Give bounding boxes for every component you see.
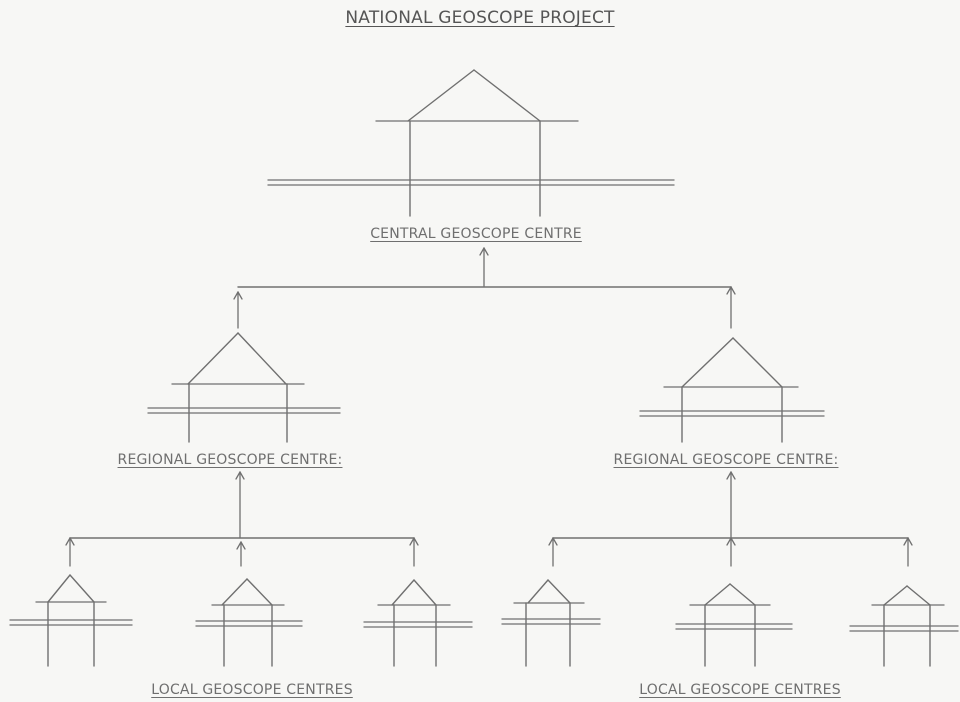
local-centre-house-2 (195, 578, 303, 667)
regional-centre-right-label: REGIONAL GEOSCOPE CENTRE: (613, 452, 839, 468)
house-roof-right (237, 332, 287, 385)
house-roof-right (732, 337, 783, 388)
regional-centre-right-house (639, 337, 825, 443)
arrow-up-local-4 (548, 537, 558, 567)
house-roof-right (246, 578, 273, 606)
house-roof-left (391, 579, 415, 606)
arrow-up-local-3 (409, 537, 419, 567)
house-roof-left (47, 574, 71, 603)
local-centre-house-5 (675, 583, 793, 667)
arrow-up-regional-left (233, 291, 243, 329)
house-roof-right (906, 585, 931, 606)
house-roof-left (407, 69, 475, 122)
central-centre-house (267, 69, 675, 217)
local-centre-house-3 (363, 579, 473, 667)
local-centre-house-1 (9, 574, 133, 667)
house-roof-left (187, 332, 239, 385)
arrow-up-local-6 (903, 537, 913, 567)
arrow-to-regional-right-centre (726, 471, 736, 539)
regional-centre-left-label: REGIONAL GEOSCOPE CENTRE: (117, 452, 343, 468)
house-symbols (9, 69, 959, 667)
arrow-to-central-centre (479, 247, 489, 287)
local-centre-house-4 (501, 579, 601, 667)
regional-centre-left-house (147, 332, 341, 443)
arrow-up-local-2 (236, 541, 246, 567)
house-roof-left (681, 337, 734, 388)
local-centres-left-label: LOCAL GEOSCOPE CENTRES (151, 682, 353, 698)
arrow-up-local-1 (65, 537, 75, 567)
house-roof-left (527, 579, 549, 604)
house-roof-right (473, 69, 541, 122)
house-roof-left (883, 585, 908, 606)
arrow-up-regional-right (726, 286, 736, 329)
house-roof-left (704, 583, 731, 606)
house-roof-right (729, 583, 756, 606)
diagram-title: NATIONAL GEOSCOPE PROJECT (345, 8, 615, 28)
house-roof-left (221, 578, 248, 606)
local-centre-house-6 (849, 585, 959, 667)
hierarchy-connectors (65, 247, 913, 567)
central-centre-label: CENTRAL GEOSCOPE CENTRE (370, 226, 582, 242)
local-centres-right-label: LOCAL GEOSCOPE CENTRES (639, 682, 841, 698)
arrow-to-regional-left-centre (235, 471, 245, 539)
house-roof-right (69, 574, 95, 603)
arrow-up-local-5 (726, 537, 736, 567)
house-roof-right (547, 579, 571, 604)
house-roof-right (413, 579, 437, 606)
